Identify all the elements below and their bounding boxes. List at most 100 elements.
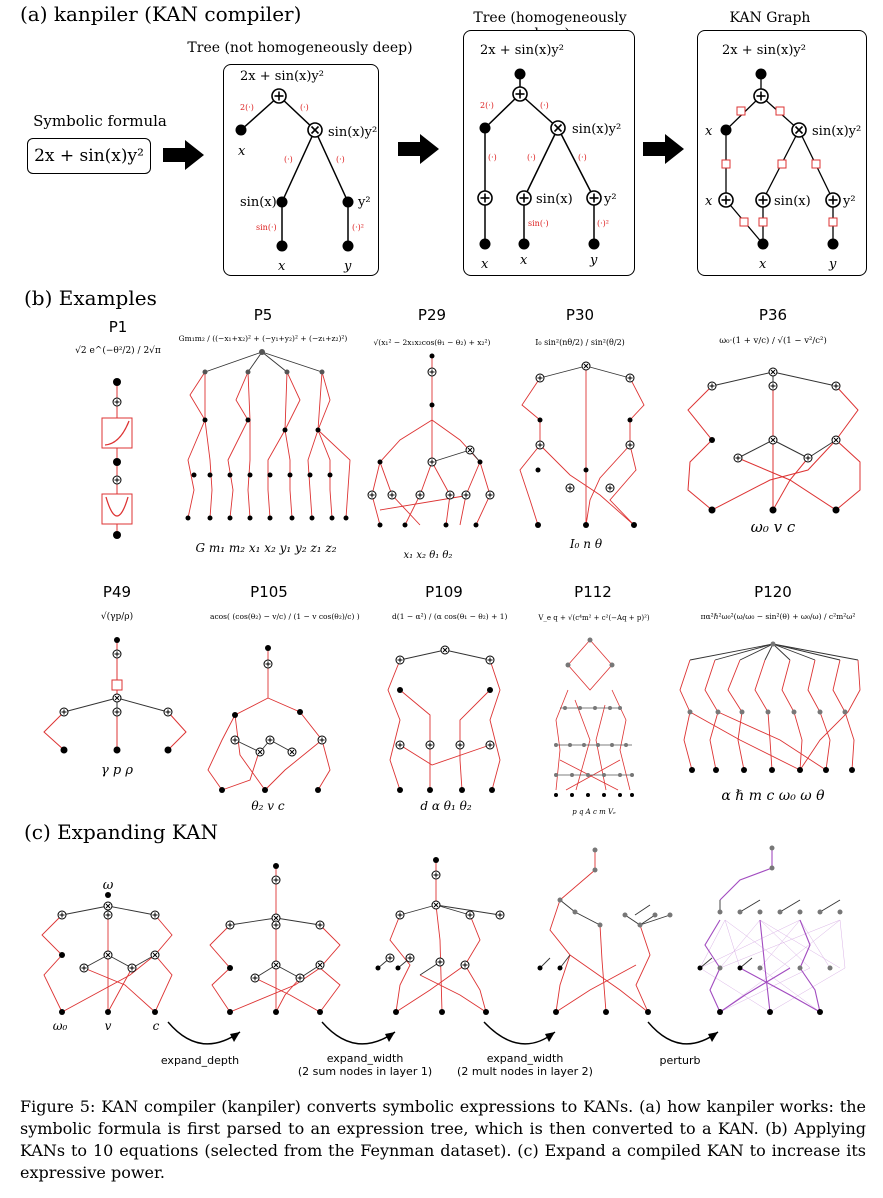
tree2-edge-id1: (·) xyxy=(540,101,549,110)
tree1-mult-expr: sin(x)y² xyxy=(328,125,377,140)
tree1-label: Tree (not homogeneously deep) xyxy=(187,40,413,56)
tree2-leaf-x2: x xyxy=(520,253,528,268)
tree1-edge-sq: (·)² xyxy=(352,223,364,232)
panel-b-c-graphs: G m₁ m₂ x₁ x₂ y₁ y₂ z₁ z₂ x₁ x₂ θ₁ θ₂ xyxy=(41,349,861,1045)
graph-p30: I₀ n θ xyxy=(519,361,645,551)
ex-title-p112: P112 xyxy=(574,583,612,601)
tree3-leaf-y: y xyxy=(828,257,837,272)
ex-formula-p105: acos( (cos(θ₂) − v/c) / (1 − v cos(θ₂)/c… xyxy=(210,612,360,621)
tree1-leaf-x: x xyxy=(278,259,286,274)
tree1-edge-id2: (·) xyxy=(284,155,293,164)
p112-vars: p q A c m Vₑ xyxy=(572,808,616,816)
tree1-leaf-y: y xyxy=(343,259,352,274)
arrow-3 xyxy=(643,134,684,164)
graph-p29: x₁ x₂ θ₁ θ₂ xyxy=(367,353,495,561)
tree1-var-x: x xyxy=(238,144,246,159)
tree2-box xyxy=(463,30,635,276)
tree2-sin-expr: sin(x) xyxy=(536,192,573,207)
tree2-edge-id4: (·) xyxy=(578,153,587,162)
symbolic-formula-box: 2x + sin(x)y² xyxy=(27,138,151,174)
tree3-sin-expr: sin(x) xyxy=(774,194,811,209)
step-label-3: expand_width(2 mult nodes in layer 2) xyxy=(457,1052,593,1078)
p49-vars: γ p ρ xyxy=(101,763,133,778)
tree3-root-expr: 2x + sin(x)y² xyxy=(722,43,806,58)
expand-graph-2 xyxy=(209,863,341,1015)
tree3-var-x1: x xyxy=(705,124,713,139)
expand-var-omega0: ω₀ xyxy=(53,1019,68,1033)
graph-p5: G m₁ m₂ x₁ x₂ y₁ y₂ z₁ z₂ xyxy=(185,349,351,555)
ex-title-p29: P29 xyxy=(417,306,447,324)
tree1-root-expr: 2x + sin(x)y² xyxy=(240,69,324,84)
p29-vars: x₁ x₂ θ₁ θ₂ xyxy=(404,550,453,561)
tree3-label: KAN Graph xyxy=(729,10,811,26)
ex-title-p5: P5 xyxy=(253,306,273,324)
tree3-box xyxy=(697,30,867,276)
graph-p109: d α θ₁ θ₂ xyxy=(387,645,501,813)
tree1-sin-expr: sin(x) xyxy=(240,195,277,210)
ex-title-p109: P109 xyxy=(425,583,463,601)
ex-formula-p1: √2 e^(−θ²/2) / 2√π xyxy=(75,346,161,356)
tree3-var-x2: x xyxy=(705,194,713,209)
expand-graph-5 xyxy=(697,845,846,1015)
expand-var-c: c xyxy=(153,1019,160,1033)
expand-graph-1: ω ω₀ v c xyxy=(41,878,173,1033)
step-label-1: expand_depth xyxy=(160,1054,240,1067)
ex-formula-p112: V_e q + √(c⁴m² + c²(−Aq + p)²) xyxy=(538,614,650,622)
ex-formula-p36: ω₀·(1 + v/c) / √(1 − v²/c²) xyxy=(719,336,827,346)
ex-title-p120: P120 xyxy=(754,583,792,601)
tree1-y2-expr: y² xyxy=(357,195,371,210)
tree2-mult-expr: sin(x)y² xyxy=(572,122,621,137)
ex-title-p1: P1 xyxy=(108,318,128,336)
expand-top-var: ω xyxy=(103,878,114,893)
tree2-edge-sq: (·)² xyxy=(597,219,609,228)
expand-graph-4 xyxy=(537,847,673,1015)
ex-formula-p49: √(γp/ρ) xyxy=(100,612,134,622)
tree1-edge-2: 2(·) xyxy=(240,103,254,112)
ex-title-p30: P30 xyxy=(565,306,595,324)
ex-title-p36: P36 xyxy=(758,306,788,324)
panel-c-title: (c) Expanding KAN xyxy=(24,820,218,844)
step-label-4: perturb xyxy=(659,1054,701,1067)
graph-p1 xyxy=(101,378,133,539)
ex-title-p105: P105 xyxy=(250,583,288,601)
tree1-box xyxy=(223,64,379,276)
tree2-leaf-x1: x xyxy=(481,257,489,272)
tree1-edge-id1: (·) xyxy=(300,103,309,112)
tree1-edge-sin: sin(·) xyxy=(256,223,277,232)
ex-formula-p30: I₀ sin²(nθ/2) / sin²(θ/2) xyxy=(535,338,625,347)
panel-a-title: (a) kanpiler (KAN compiler) xyxy=(20,2,302,26)
tree3-leaf-x: x xyxy=(759,257,767,272)
ex-formula-p109: d(1 − α²) / (α cos(θ₁ − θ₂) + 1) xyxy=(392,612,508,621)
arrow-1 xyxy=(163,140,204,170)
tree2-root-expr: 2x + sin(x)y² xyxy=(480,43,564,58)
p105-vars: θ₂ v c xyxy=(251,799,284,813)
graph-p120: α ℏ m c ω₀ ω θ xyxy=(679,641,861,804)
tree1-edge-id3: (·) xyxy=(336,155,345,164)
graph-p112: p q A c m Vₑ xyxy=(554,637,634,816)
ex-title-p49: P49 xyxy=(102,583,132,601)
ex-formula-p29: √(x₁² − 2x₁x₂cos(θ₁ − θ₂) + x₂²) xyxy=(373,338,491,347)
tree3-mult-expr: sin(x)y² xyxy=(812,124,861,139)
p5-vars: G m₁ m₂ x₁ x₂ y₁ y₂ z₁ z₂ xyxy=(195,541,336,555)
panel-a-diagrams: 2x + sin(x)y² sin(x)y² x sin(x) y² x y 2… xyxy=(163,43,861,274)
panel-b-title: (b) Examples xyxy=(24,286,157,310)
expand-graph-3 xyxy=(375,857,505,1015)
tree2-edge-2: 2(·) xyxy=(480,101,494,110)
tree2-leaf-y: y xyxy=(589,253,598,268)
tree2-edge-sin: sin(·) xyxy=(528,219,549,228)
ex-formula-p120: πα²ℏ²ω₀²(ω/ω₀ − sin²(θ) + ω₀/ω) / c²m²ω² xyxy=(700,612,856,621)
ex-formula-p5: Gm₁m₂ / ((−x₁+x₂)² + (−y₁+y₂)² + (−z₁+z₂… xyxy=(178,334,348,343)
tree3-y2-expr: y² xyxy=(842,194,856,209)
tree2-edge-id3: (·) xyxy=(527,153,536,162)
step-label-2: expand_width(2 sum nodes in layer 1) xyxy=(297,1052,433,1078)
tree2-edge-id2: (·) xyxy=(488,153,497,162)
p30-vars: I₀ n θ xyxy=(569,537,603,551)
expand-var-v: v xyxy=(105,1019,112,1033)
tree2-y2-expr: y² xyxy=(603,192,617,207)
p109-vars: d α θ₁ θ₂ xyxy=(420,799,471,813)
graph-p105: θ₂ v c xyxy=(207,645,331,813)
graph-p49: γ p ρ xyxy=(43,637,187,778)
arrow-2 xyxy=(398,134,439,164)
p36-vars: ω₀ v c xyxy=(751,518,796,536)
graph-p36: ω₀ v c xyxy=(687,367,861,536)
